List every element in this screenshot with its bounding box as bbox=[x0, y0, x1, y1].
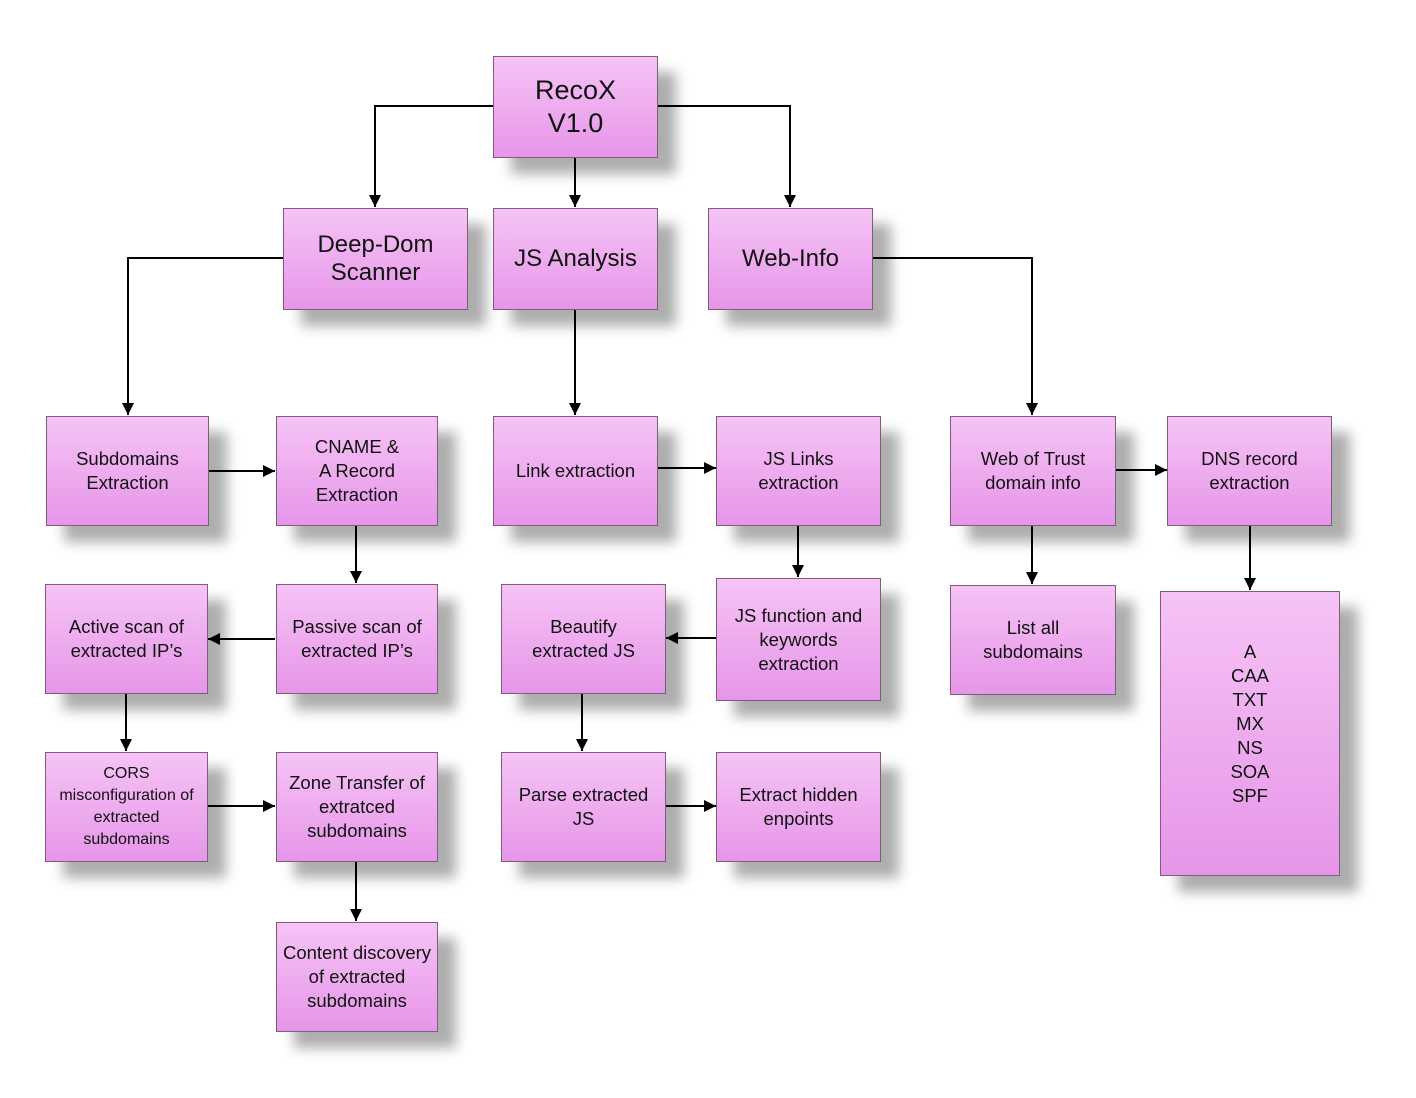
node-label: RecoX V1.0 bbox=[534, 75, 617, 138]
node-cors-misconfiguration: CORS misconfiguration of extracted subdo… bbox=[45, 752, 208, 862]
node-passive-scan: Passive scan of extracted IP’s bbox=[276, 584, 438, 694]
node-label: Beautify extracted JS bbox=[532, 616, 635, 661]
node-label: CORS misconfiguration of extracted subdo… bbox=[59, 765, 194, 848]
node-dns-record-types: A CAA TXT MX NS SOA SPF bbox=[1160, 591, 1340, 876]
arrow-deep-dom-to-subdomains bbox=[122, 257, 283, 415]
node-label: Deep-Dom Scanner bbox=[317, 231, 434, 286]
node-label: Extract hidden enpoints bbox=[739, 784, 858, 829]
node-label: A CAA TXT MX NS SOA SPF bbox=[1230, 641, 1270, 806]
node-extract-hidden-endpoints: Extract hidden enpoints bbox=[716, 752, 881, 862]
node-label: Subdomains Extraction bbox=[76, 448, 179, 493]
node-active-scan: Active scan of extracted IP’s bbox=[45, 584, 208, 694]
node-label: CNAME & A Record Extraction bbox=[314, 436, 400, 505]
node-js-links-extraction: JS Links extraction bbox=[716, 416, 881, 526]
node-cname-a-record-extraction: CNAME & A Record Extraction bbox=[276, 416, 438, 526]
node-label: JS Links extraction bbox=[758, 448, 839, 493]
node-deep-dom-scanner: Deep-Dom Scanner bbox=[283, 208, 468, 310]
node-zone-transfer: Zone Transfer of extratced subdomains bbox=[276, 752, 438, 862]
node-label: Content discovery of extracted subdomain… bbox=[282, 942, 432, 1011]
node-js-analysis: JS Analysis bbox=[493, 208, 658, 310]
node-label: Web of Trust domain info bbox=[980, 448, 1086, 493]
node-subdomains-extraction: Subdomains Extraction bbox=[46, 416, 209, 526]
arrow-root-to-web-info bbox=[658, 105, 796, 207]
node-label: List all subdomains bbox=[983, 617, 1083, 662]
node-dns-record-extraction: DNS record extraction bbox=[1167, 416, 1332, 526]
node-label: Link extraction bbox=[515, 460, 636, 481]
node-parse-extracted-js: Parse extracted JS bbox=[501, 752, 666, 862]
arrow-web-info-to-web-of-trust bbox=[873, 257, 1038, 415]
node-web-info: Web-Info bbox=[708, 208, 873, 310]
node-label: JS Analysis bbox=[514, 245, 637, 272]
node-link-extraction: Link extraction bbox=[493, 416, 658, 526]
node-label: Active scan of extracted IP’s bbox=[68, 616, 185, 661]
arrow-root-to-deep-dom bbox=[369, 105, 493, 207]
node-web-of-trust: Web of Trust domain info bbox=[950, 416, 1116, 526]
node-beautify-js: Beautify extracted JS bbox=[501, 584, 666, 694]
node-recox-root: RecoX V1.0 bbox=[493, 56, 658, 158]
node-js-function-keywords: JS function and keywords extraction bbox=[716, 578, 881, 701]
node-label: Parse extracted JS bbox=[518, 784, 649, 829]
node-label: Web-Info bbox=[742, 245, 839, 272]
node-list-all-subdomains: List all subdomains bbox=[950, 585, 1116, 695]
node-label: JS function and keywords extraction bbox=[734, 604, 863, 674]
node-label: Passive scan of extracted IP’s bbox=[292, 616, 422, 661]
node-label: Zone Transfer of extratced subdomains bbox=[289, 772, 425, 841]
node-label: DNS record extraction bbox=[1201, 448, 1298, 493]
node-content-discovery: Content discovery of extracted subdomain… bbox=[276, 922, 438, 1032]
